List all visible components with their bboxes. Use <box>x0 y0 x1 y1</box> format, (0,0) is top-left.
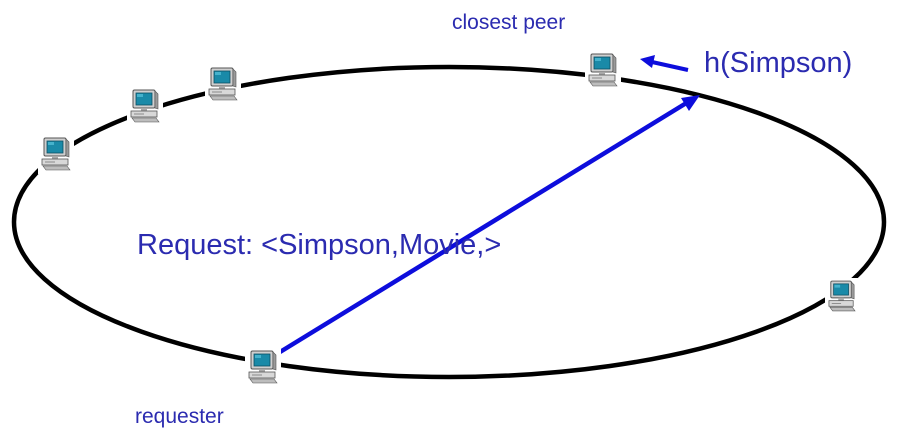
peer-requester <box>245 347 281 387</box>
computer-icon <box>130 89 160 123</box>
request-label: Request: <Simpson,Movie,> <box>137 229 502 261</box>
request-arrow <box>278 95 700 354</box>
requester-label: requester <box>135 405 224 428</box>
hash-arrow <box>640 55 689 72</box>
computer-icon <box>588 53 618 87</box>
computer-icon <box>208 67 238 101</box>
closest-peer-label: closest peer <box>452 11 566 34</box>
peer-left <box>38 134 74 174</box>
computer-icon <box>248 350 278 384</box>
ring-overlay <box>11 64 887 380</box>
hash-key-label: h(Simpson) <box>704 47 853 79</box>
peer-upper-left-2 <box>205 64 241 104</box>
peer-right <box>825 278 861 316</box>
computer-icon <box>828 280 856 312</box>
peer-upper-left-1 <box>127 86 163 126</box>
peer-closest <box>585 50 621 90</box>
computer-icon <box>41 137 71 171</box>
